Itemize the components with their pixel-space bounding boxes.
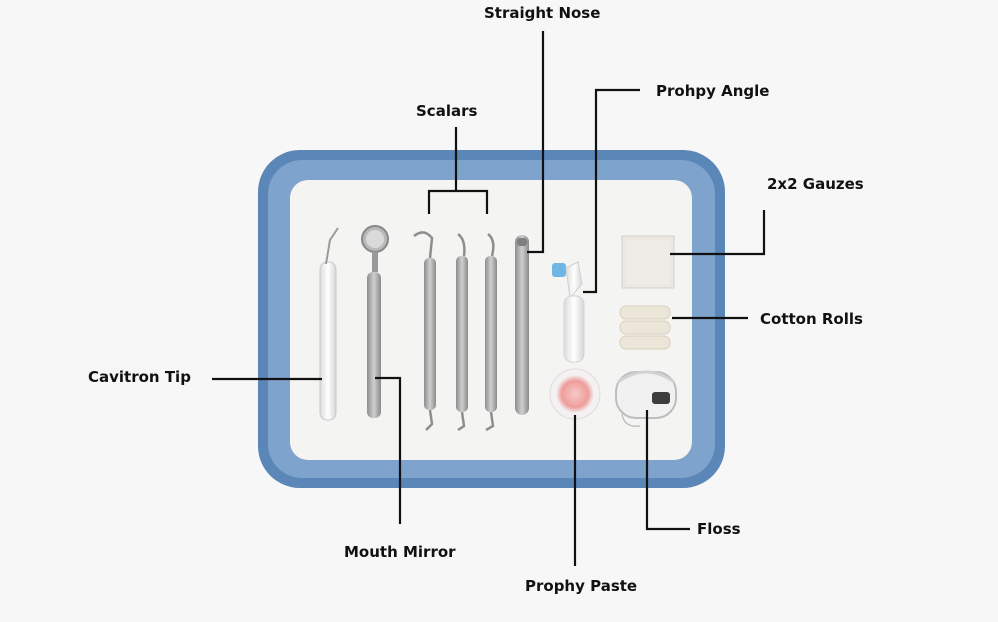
- leader-straight-nose: [527, 31, 545, 254]
- label-gauzes: 2x2 Gauzes: [767, 175, 864, 193]
- label-cavitron-tip: Cavitron Tip: [88, 368, 191, 386]
- prophy-angle: [552, 261, 585, 363]
- label-mouth-mirror: Mouth Mirror: [344, 543, 456, 561]
- leader-scalars: [427, 127, 489, 214]
- scaler-1: [413, 231, 436, 431]
- cotton-rolls: [619, 305, 671, 350]
- label-cotton-rolls: Cotton Rolls: [760, 310, 863, 328]
- label-prophy-paste: Prophy Paste: [525, 577, 638, 595]
- cavitron-tip: [319, 227, 339, 421]
- leader-prophy-angle: [583, 88, 640, 294]
- label-straight-nose: Straight Nose: [484, 4, 601, 22]
- prophy-paste-cup: [549, 368, 601, 420]
- leader-gauzes: [670, 210, 766, 256]
- leader-floss: [645, 410, 690, 531]
- mouth-mirror: [361, 225, 389, 418]
- leader-lines: [212, 31, 766, 566]
- straight-nose-handpiece: [515, 235, 529, 415]
- label-floss: Floss: [697, 520, 741, 538]
- scaler-2: [456, 233, 468, 432]
- gauze-pad: [621, 235, 675, 289]
- label-scalars: Scalars: [416, 102, 478, 120]
- scaler-3: [485, 233, 497, 432]
- label-prophy-angle: Prohpy Angle: [656, 82, 770, 100]
- leader-mouth-mirror: [375, 376, 402, 524]
